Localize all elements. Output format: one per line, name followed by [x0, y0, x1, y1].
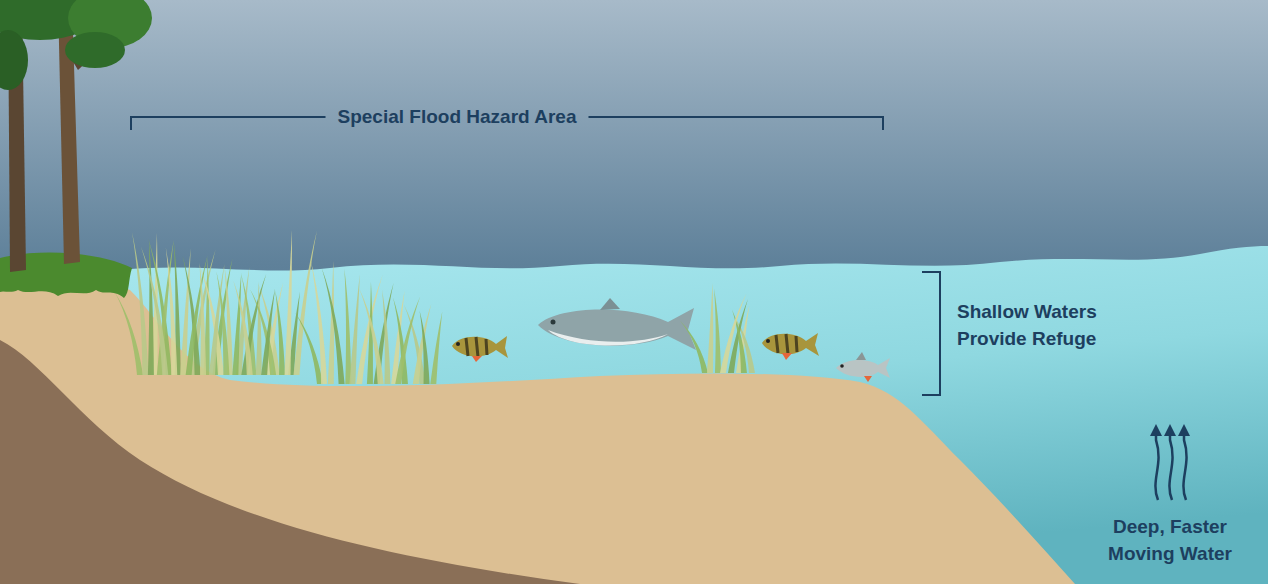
grass-blade: [680, 321, 708, 373]
grass-blade: [714, 289, 721, 373]
grass-blade: [359, 289, 384, 384]
arrow-heads: [1150, 424, 1190, 436]
grass-blade: [732, 310, 747, 373]
grass-blade: [256, 281, 262, 375]
deep-water-label: Deep, Faster Moving Water: [1090, 513, 1250, 567]
grass-blade: [311, 260, 328, 384]
grass-blade: [430, 312, 442, 384]
grass-blade: [382, 290, 391, 384]
grass-blade: [233, 280, 253, 375]
refuge-label: Shallow Waters Provide Refuge: [957, 298, 1127, 352]
grass-blade: [166, 247, 178, 375]
grass-blade: [232, 273, 241, 375]
subsoil: [0, 340, 580, 584]
flow-arrows: [1155, 432, 1186, 500]
grass-blade: [275, 290, 285, 375]
grass-blade: [285, 230, 293, 375]
grass-blade: [328, 261, 334, 384]
depth-bracket: [922, 272, 940, 395]
grass-blade: [720, 293, 747, 373]
fish: [452, 298, 890, 382]
grass-blade: [200, 263, 207, 375]
grass-blade: [395, 296, 420, 384]
grass-blade: [141, 246, 169, 375]
grass-blade: [216, 272, 229, 375]
grass-blade: [132, 232, 149, 375]
grass-blade: [420, 311, 430, 384]
grass-blade: [344, 268, 351, 384]
grass-blade: [349, 274, 360, 384]
grass-blade: [707, 283, 713, 373]
grass-blade: [115, 293, 143, 376]
flood-area-label: Special Flood Hazard Area: [338, 103, 577, 130]
grass-blade: [148, 238, 154, 375]
trees: [0, 0, 152, 272]
grass-blade: [261, 288, 275, 375]
grass-blade: [413, 304, 432, 384]
marsh-grass: [115, 230, 755, 384]
grass-blade: [186, 255, 208, 375]
